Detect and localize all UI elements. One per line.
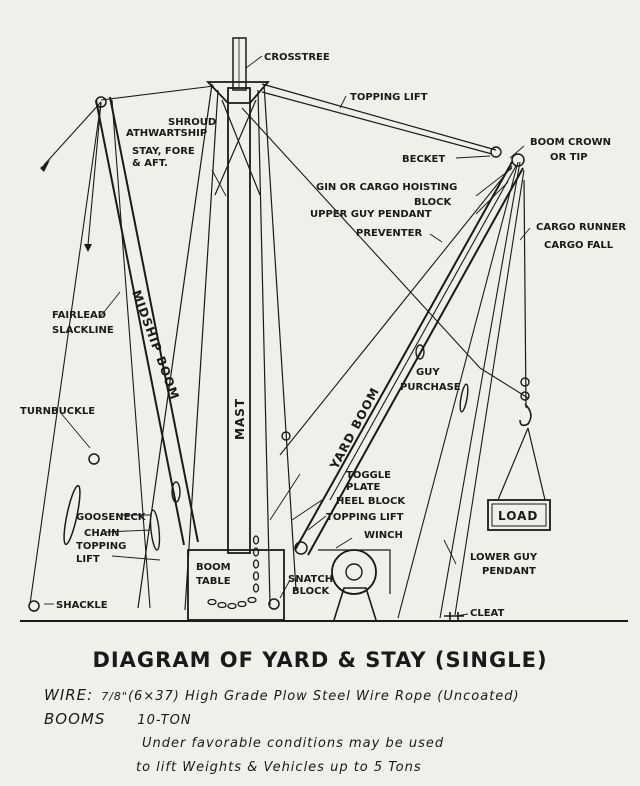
label-mast: MAST	[233, 398, 247, 440]
label-purchase: PURCHASE	[400, 382, 461, 393]
wire-key: WIRE:	[44, 686, 94, 704]
label-lower-guy: LOWER GUY	[470, 552, 538, 563]
cargo-fall	[497, 179, 546, 501]
booms-text: 10-TON	[137, 713, 192, 728]
load-box-inner	[491, 503, 547, 527]
label-heel-block: HEEL BLOCK	[336, 496, 406, 507]
label-topping-lift-low: TOPPING LIFT	[326, 512, 404, 523]
label-table: TABLE	[196, 576, 231, 587]
arrow-head	[84, 244, 92, 252]
label-shackle: SHACKLE	[56, 600, 108, 611]
yard-rigging	[241, 107, 529, 619]
boom-table	[187, 549, 285, 621]
label-load: LOAD	[498, 509, 538, 523]
label-plate: PLATE	[346, 482, 380, 493]
label-becket: BECKET	[402, 154, 445, 165]
label-athwartship: ATHWARTSHIP	[126, 128, 207, 139]
label-fairlead: FAIRLEAD	[52, 310, 106, 321]
leader-lines	[44, 55, 531, 617]
label-guy: GUY	[416, 367, 440, 378]
label-chain: CHAIN	[84, 528, 120, 539]
winch	[318, 549, 391, 621]
label-shroud: SHROUD	[168, 117, 216, 128]
snatch-block	[268, 598, 280, 610]
yard-topping-lift	[261, 83, 502, 158]
turnbuckle	[63, 453, 100, 546]
arrow-head	[40, 160, 50, 172]
wire-spec: WIRE: 7/8"(6×37) High Grade Plow Steel Wi…	[44, 686, 520, 704]
shackle	[28, 600, 40, 612]
label-midship-boom: MIDSHIP BOOM	[129, 288, 182, 402]
label-crosstree: CROSSTREE	[264, 52, 330, 63]
wire-fraction: 7/8"	[101, 690, 128, 703]
label-yard-boom: YARD BOOM	[327, 385, 382, 473]
label-cargo-fall: CARGO FALL	[544, 240, 614, 251]
label-lift-left: LIFT	[76, 554, 100, 565]
crosstree	[205, 81, 270, 104]
label-gin-block-2: BLOCK	[414, 197, 452, 208]
midship-rigging	[29, 85, 215, 609]
label-turnbuckle: TURNBUCKLE	[20, 406, 95, 417]
label-topping-left: TOPPING	[76, 541, 126, 552]
booms-spec: BOOMS 10-TON	[44, 710, 192, 728]
label-pendant: PENDANT	[482, 566, 536, 577]
label-gin-block: GIN OR CARGO HOISTING	[316, 182, 457, 193]
wire-text: (6×37) High Grade Plow Steel Wire Rope (…	[127, 689, 520, 704]
diagram-title: DIAGRAM OF YARD & STAY (SINGLE)	[92, 648, 548, 672]
label-stay-fore: STAY, FORE	[132, 146, 195, 157]
label-cleat: CLEAT	[470, 608, 505, 619]
chain	[149, 481, 181, 551]
mast	[227, 37, 251, 554]
label-snatch-block: BLOCK	[292, 586, 330, 597]
booms-key: BOOMS	[44, 710, 106, 728]
label-winch: WINCH	[364, 530, 403, 541]
label-upper-guy-pendant: UPPER GUY PENDANT	[310, 209, 432, 220]
label-boom-crown: BOOM CROWN	[530, 137, 611, 148]
label-boom-crown-tip: OR TIP	[550, 152, 588, 163]
label-cargo-runner: CARGO RUNNER	[536, 222, 626, 233]
label-boom-table: BOOM	[196, 562, 231, 573]
label-stay-aft: & AFT.	[132, 158, 168, 169]
label-toggle: TOGGLE	[346, 470, 391, 481]
yard-boom	[294, 153, 525, 556]
label-preventer: PREVENTER	[356, 228, 422, 239]
note-line-1: Under favorable conditions may be used	[142, 736, 445, 751]
label-snatch: SNATCH	[288, 574, 333, 585]
load-box	[487, 499, 551, 531]
label-gooseneck: GOOSENECK	[76, 512, 147, 523]
cleat	[444, 612, 464, 620]
label-slackline: SLACKLINE	[52, 325, 114, 336]
heel-block	[281, 431, 291, 441]
note-line-2: to lift Weights & Vehicles up to 5 Tons	[136, 760, 422, 775]
chain-links	[207, 535, 260, 610]
guy-purchase	[415, 344, 469, 413]
yard-and-stay-diagram: CROSSTREE TOPPING LIFT SHROUD ATHWARTSHI…	[20, 37, 628, 622]
label-topping-lift-top: TOPPING LIFT	[350, 92, 428, 103]
